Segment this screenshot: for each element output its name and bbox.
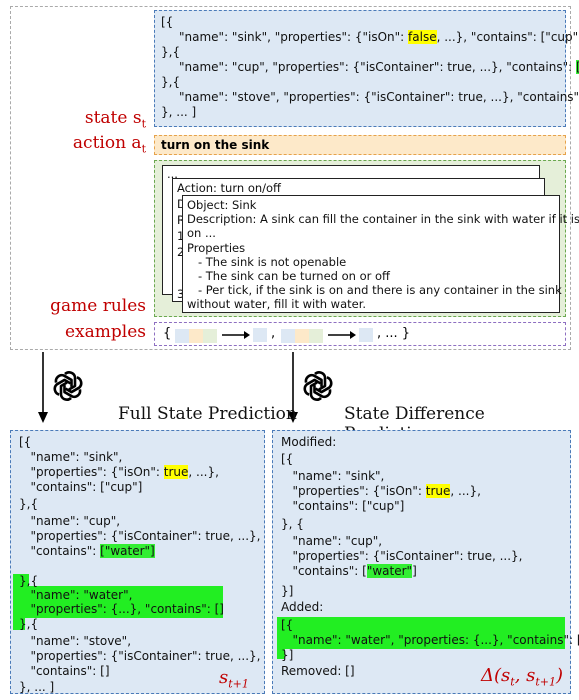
- next-state-symbol: st+1: [219, 667, 249, 691]
- example-arrow-1-icon: [222, 331, 250, 339]
- example-group-1: [175, 328, 217, 347]
- right-down-arrow-icon: [288, 352, 298, 423]
- true-highlight: true: [163, 465, 189, 479]
- example-result-1: [253, 328, 267, 342]
- example-group-2: [281, 328, 323, 347]
- game-rules-box: ... Action: turn on/off D R 1. 2. 3. Obj…: [154, 160, 579, 317]
- input-frame: [10, 6, 571, 350]
- state-diff-box: Modified: [{ "name": "sink", "properties…: [272, 430, 579, 694]
- full-state-box: [{ "name": "sink", "properties": {"isOn"…: [10, 430, 265, 694]
- delta-symbol: Δ(st, st+1): [481, 665, 564, 689]
- action-text: turn on the sink: [161, 138, 270, 152]
- state-line-3: },{: [161, 45, 181, 59]
- example-result-2: [359, 328, 373, 342]
- examples-box: { , , ... }: [154, 322, 566, 346]
- examples-close: , ... }: [377, 326, 411, 341]
- examples-label: examples: [64, 322, 146, 342]
- action-label: action at: [72, 133, 146, 156]
- diff-water-highlight: "water": [366, 564, 413, 578]
- gpt-logo-right-icon: [303, 371, 333, 401]
- left-down-arrow-icon: [38, 352, 48, 423]
- state-line-1: [{: [161, 15, 174, 29]
- state-line-5: },{: [161, 75, 181, 89]
- state-line-6: "name": "stove", "properties": {"isConta…: [179, 90, 579, 104]
- empty-contains-highlight: []: [575, 60, 579, 74]
- state-line-2: "name": "sink", "properties": {"isOn": f…: [179, 30, 579, 44]
- diff-true-highlight: true: [425, 484, 451, 498]
- examples-comma: ,: [271, 326, 276, 341]
- rule-card-sink: Object: Sink Description: A sink can fil…: [182, 195, 579, 313]
- water-highlight: ["water"]: [100, 544, 155, 558]
- state-line-4: "name": "cup", "properties": {"isContain…: [179, 60, 579, 74]
- full-state-title: Full State Prediction: [118, 404, 297, 424]
- gpt-logo-left-icon: [53, 371, 83, 401]
- false-highlight: false: [408, 30, 437, 44]
- game-rules-label: game rules: [50, 296, 146, 316]
- state-label: state st: [84, 108, 146, 131]
- state-box: [{ "name": "sink", "properties": {"isOn"…: [154, 10, 579, 127]
- examples-open-brace: {: [163, 326, 172, 341]
- state-line-7: }, ... ]: [161, 105, 197, 119]
- example-arrow-2-icon: [328, 331, 356, 339]
- action-box: turn on the sink: [154, 135, 566, 155]
